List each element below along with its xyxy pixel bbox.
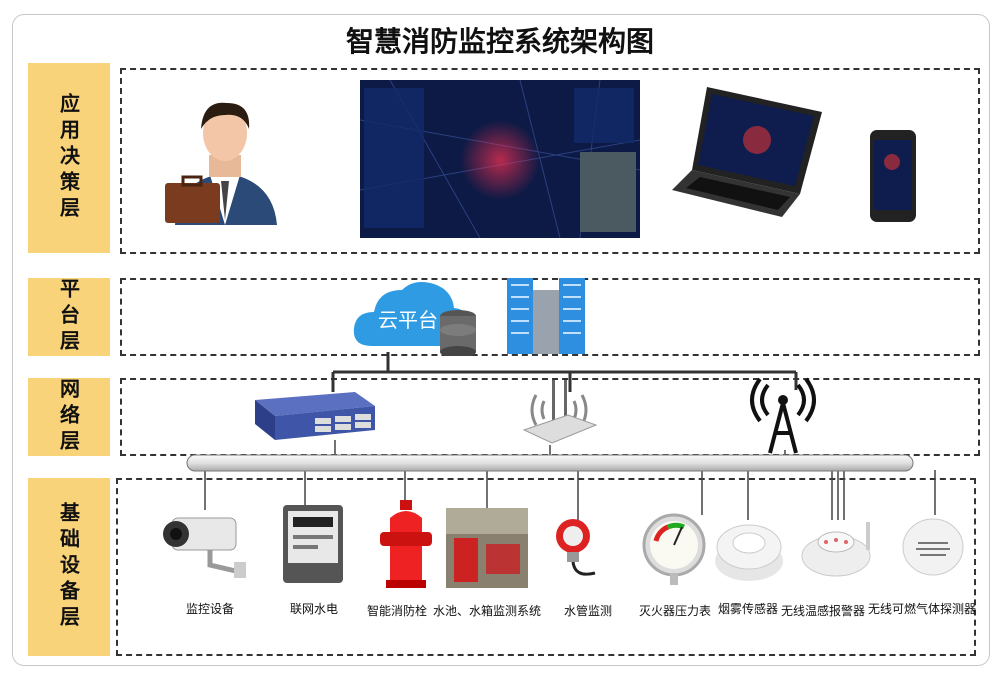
signal-tower-icon — [750, 377, 816, 454]
dashboard-screen-image — [360, 80, 640, 238]
laptop-icon — [672, 87, 822, 217]
server-buildings-icon — [507, 278, 585, 354]
device-label: 无线可燃气体探测器 — [867, 602, 977, 616]
pump-room-icon — [446, 508, 528, 588]
meter-icon — [283, 505, 343, 583]
layer-label-text: 平台层 — [56, 278, 81, 356]
device-label: 联网水电 — [289, 602, 339, 616]
device-label: 水管监测 — [563, 604, 613, 618]
gas-detector-icon — [902, 518, 964, 576]
layer-label-platform: 平台层 — [28, 278, 110, 356]
page-title: 智慧消防监控系统架构图 — [345, 25, 654, 58]
bus-pipe — [186, 454, 914, 472]
cloud-platform-icon — [353, 282, 476, 356]
layer-label-application: 应用决策层 — [28, 63, 110, 253]
cloud-platform-label: 云平台 — [378, 308, 438, 332]
camera-icon — [163, 517, 246, 578]
device-layer-box — [116, 478, 976, 656]
smartphone-icon — [870, 130, 916, 222]
layer-label-text: 网络层 — [56, 378, 81, 456]
layer-label-network: 网络层 — [28, 378, 110, 456]
platform-layer-box — [120, 278, 980, 356]
network-switch-icon — [255, 392, 375, 440]
pipe-sensor-icon — [556, 519, 596, 576]
device-label: 烟雾传感器 — [717, 602, 779, 616]
device-label: 无线温感报警器 — [780, 604, 866, 618]
device-label: 水池、水箱监测系统 — [432, 604, 542, 618]
application-layer-box — [120, 68, 980, 254]
outer-frame — [12, 14, 990, 666]
device-label: 灭火器压力表 — [638, 604, 712, 618]
layer-label-text: 基础设备层 — [56, 502, 81, 632]
layer-label-text: 应用决策层 — [56, 93, 81, 223]
wireless-router-icon — [522, 380, 598, 444]
device-label: 监控设备 — [185, 602, 235, 616]
pressure-gauge-icon — [642, 513, 706, 585]
smoke-sensor-icon — [715, 524, 783, 581]
layer-label-device: 基础设备层 — [28, 478, 110, 656]
hydrant-icon — [380, 500, 432, 588]
device-label: 智能消防栓 — [366, 604, 428, 618]
business-person-icon — [165, 102, 277, 225]
heat-sensor-icon — [801, 522, 871, 577]
